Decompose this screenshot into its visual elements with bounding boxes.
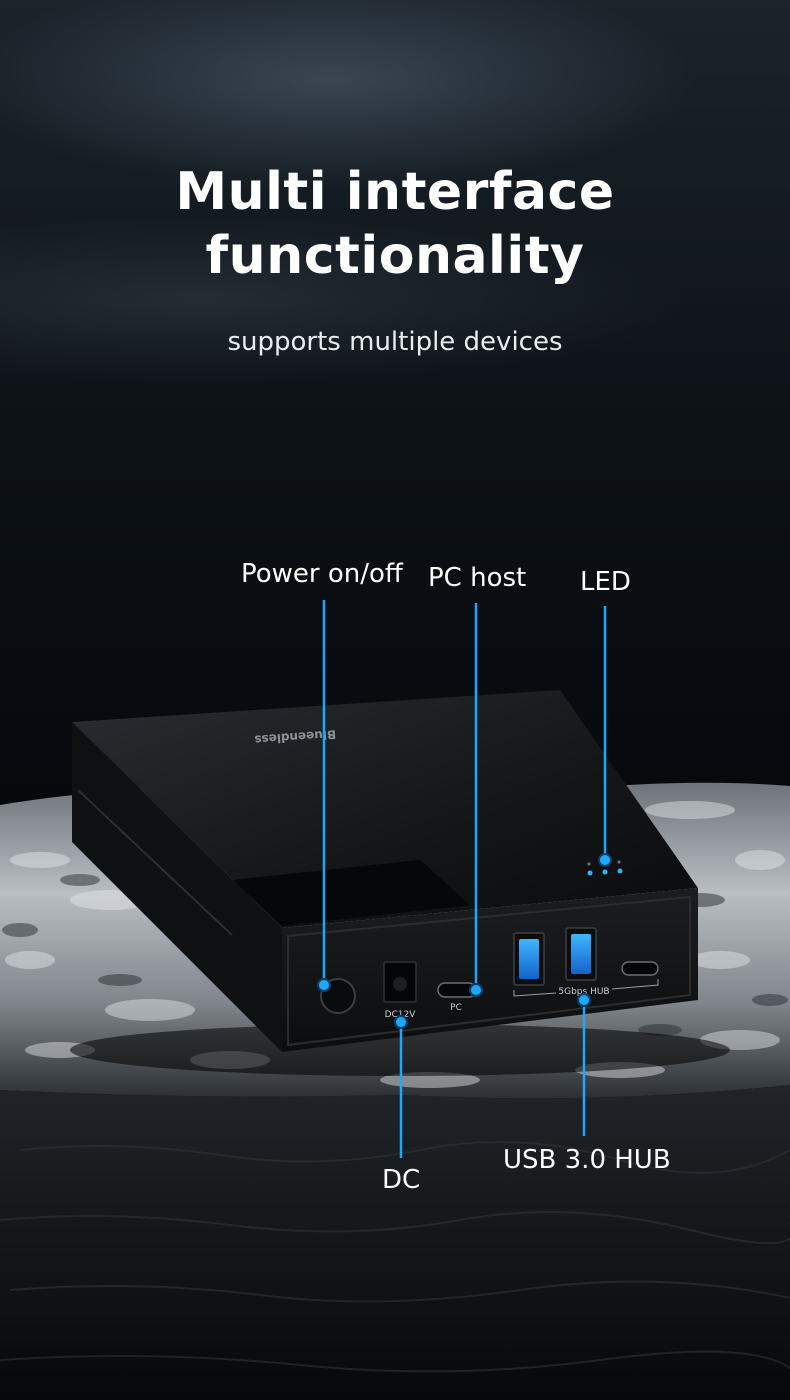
headline: Multi interface functionality xyxy=(175,162,615,286)
device-left-edge xyxy=(77,789,233,936)
power-dot xyxy=(317,978,331,992)
hub-usb-c-port xyxy=(621,961,659,976)
device-front-bezel xyxy=(287,895,691,1047)
device-top xyxy=(72,690,698,928)
callout-pc-host-label: PC host xyxy=(428,563,527,593)
subheadline: supports multiple devices xyxy=(227,327,563,357)
callout-lines xyxy=(322,600,607,1158)
hdd-enclosure: Blueendless DC12V PC 5Gbps HUB xyxy=(72,690,698,1052)
dc-jack-pin xyxy=(393,977,407,991)
dark-ground xyxy=(0,1085,790,1400)
device-top-gloss xyxy=(232,860,470,926)
device-left-side xyxy=(72,722,282,1052)
callout-power-label: Power on/off xyxy=(241,559,403,589)
rock-shadow-texture xyxy=(2,874,788,1036)
pc-port-label: PC xyxy=(450,1003,462,1013)
dc-dot xyxy=(394,1015,408,1029)
hub-bracket xyxy=(513,979,659,997)
usb-a-port-1-tongue xyxy=(519,939,539,979)
ground-texture xyxy=(0,1141,790,1373)
dc-port-label: DC12V xyxy=(385,1010,417,1020)
brand-logo: Blueendless xyxy=(254,727,337,747)
pc-host-dot xyxy=(469,983,483,997)
callout-dc-label: DC xyxy=(382,1165,421,1195)
usb-hub-dot xyxy=(577,993,591,1007)
callout-dots xyxy=(317,853,612,1029)
callout-led-label: LED xyxy=(580,567,631,597)
hub-port-label: 5Gbps HUB xyxy=(558,987,609,997)
usb-a-port-2-tongue xyxy=(571,934,591,974)
led-indicators xyxy=(587,860,623,876)
callout-usb-hub-label: USB 3.0 HUB xyxy=(503,1145,671,1175)
led-dot xyxy=(598,853,612,867)
